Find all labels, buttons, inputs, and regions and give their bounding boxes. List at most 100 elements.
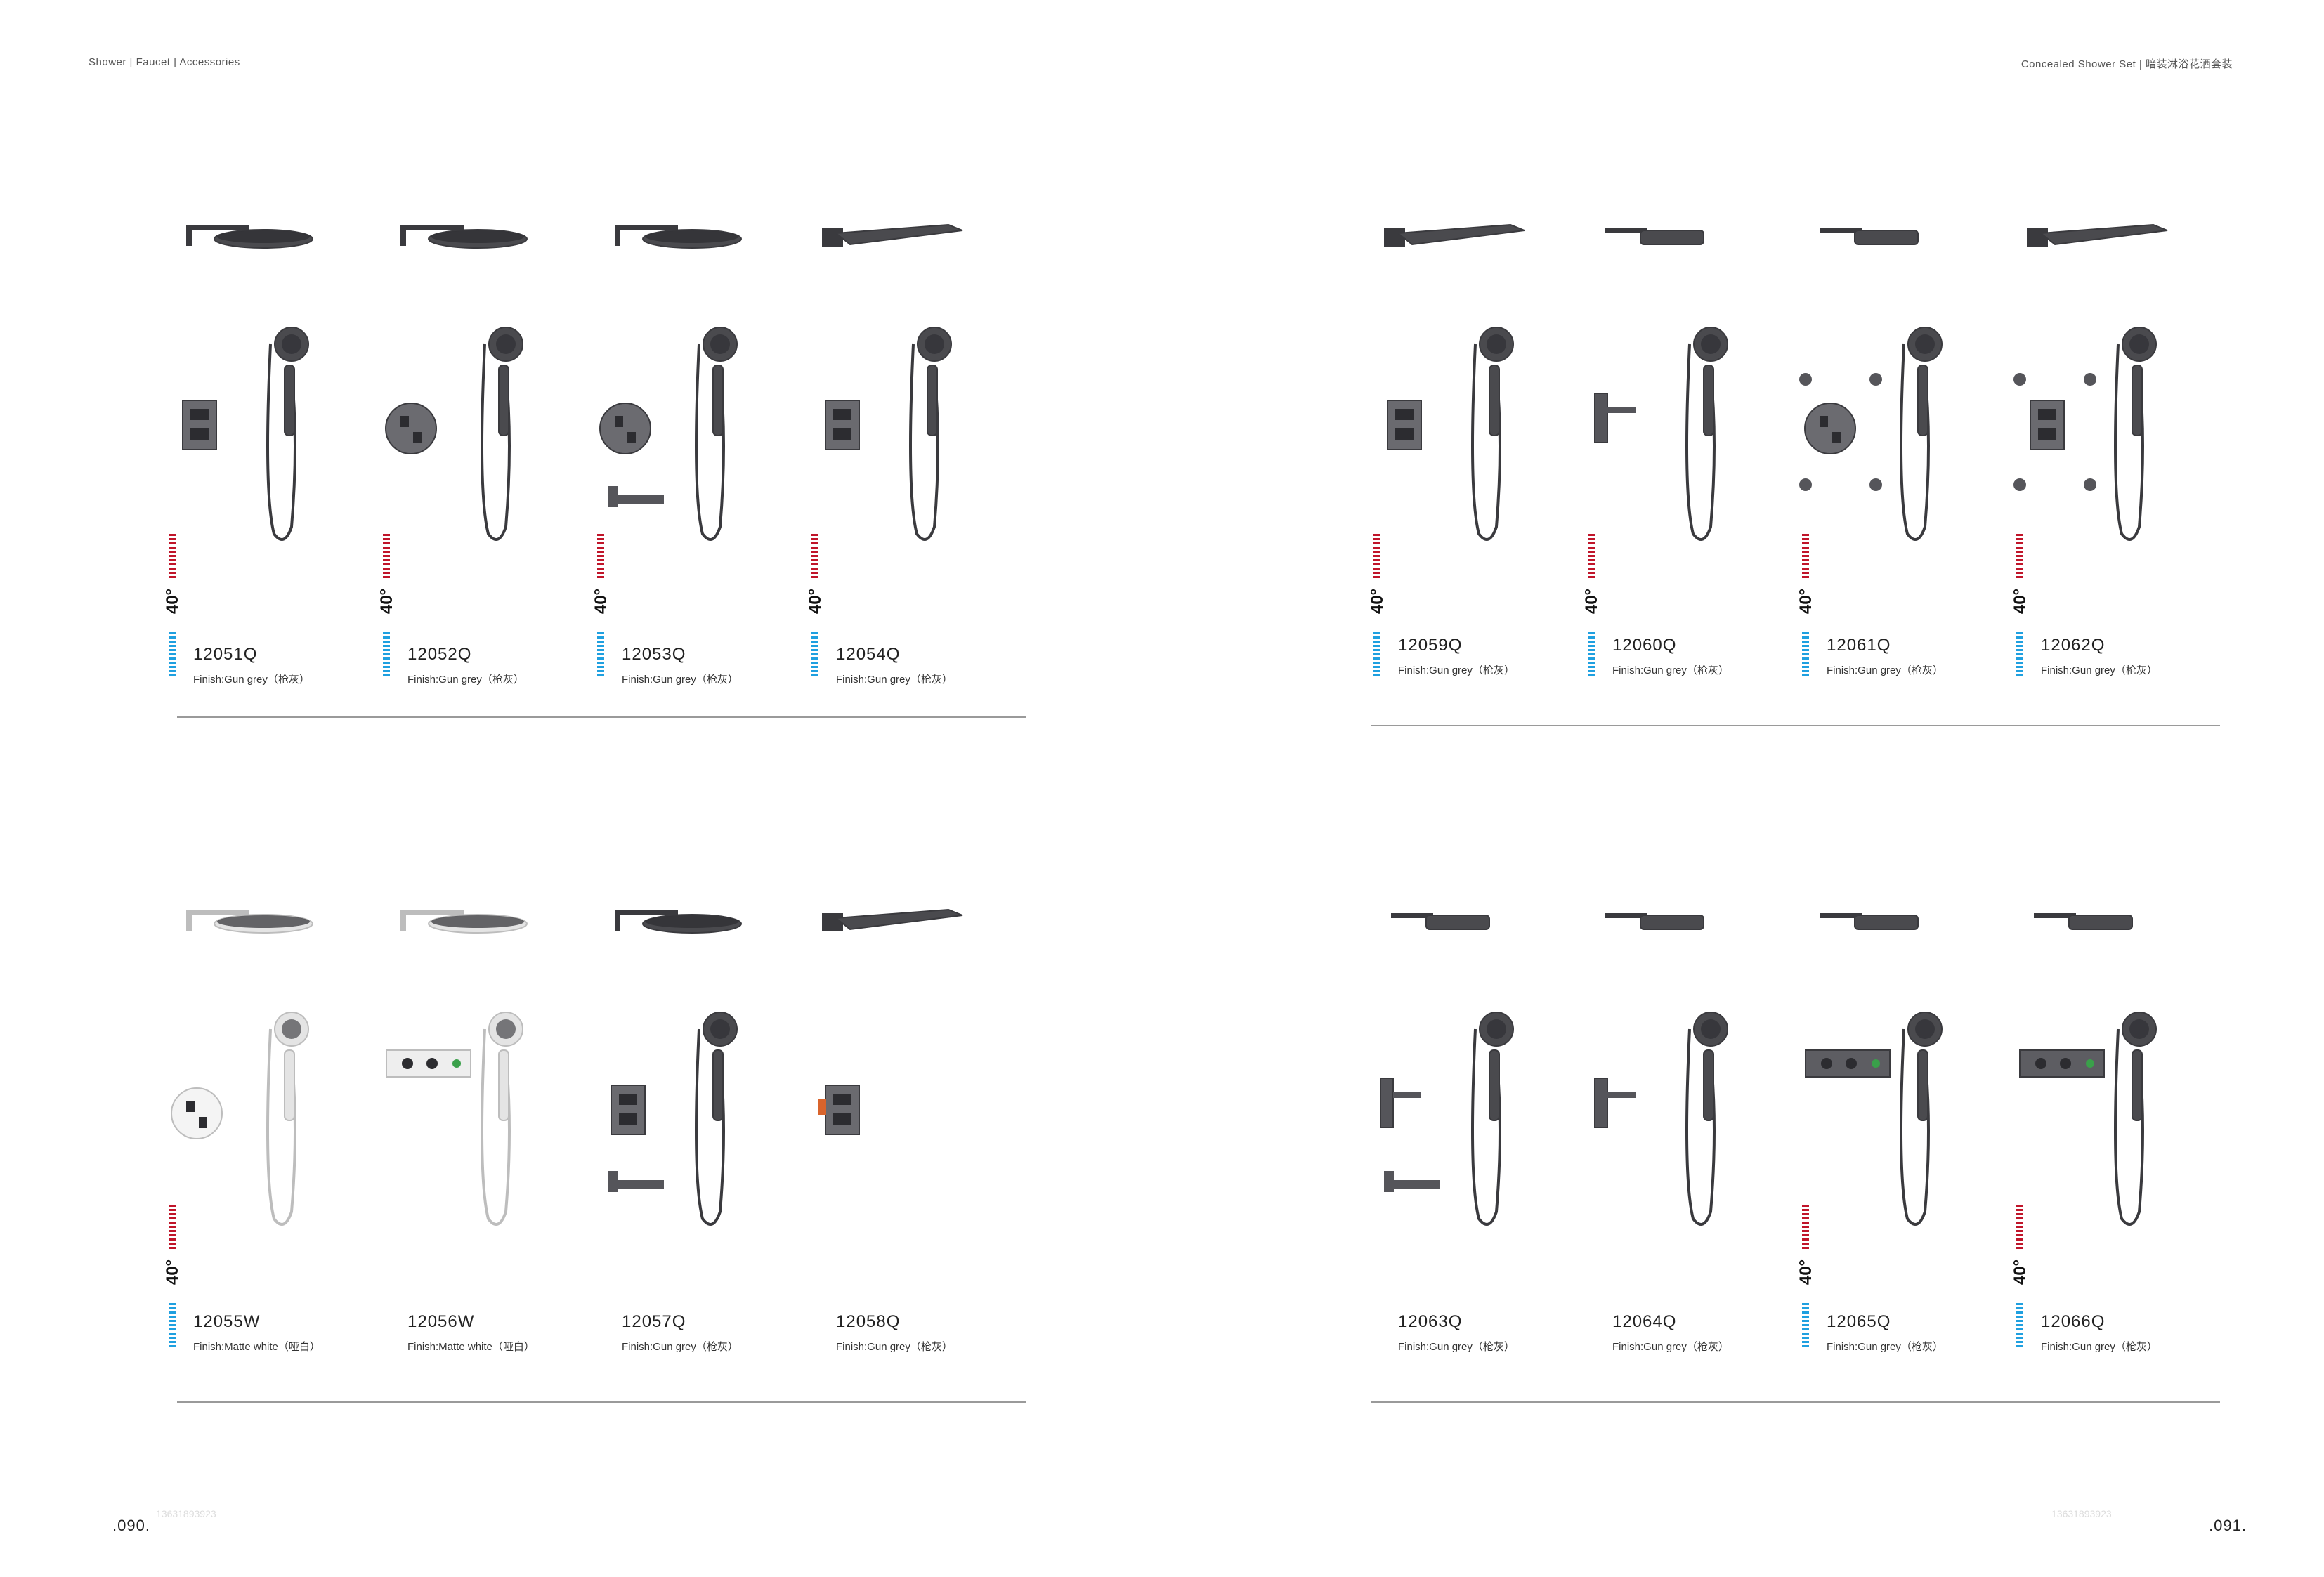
product-code: 12062Q (2041, 636, 2106, 655)
cold-scale (811, 632, 818, 677)
hand-shower-icon (695, 327, 738, 541)
product-image (385, 225, 528, 541)
temperature-label: 40° (163, 588, 182, 615)
cold-scale (597, 632, 604, 677)
hot-scale (1373, 534, 1380, 579)
hot-scale (1588, 534, 1595, 579)
temperature-label: 40° (1796, 588, 1815, 615)
product-code: 12065Q (1827, 1312, 1891, 1331)
overhead-shower-icon (400, 225, 528, 249)
product-code: 12058Q (836, 1312, 901, 1331)
product-card: 12058Q Finish:Gun grey（枪灰） (808, 0, 1019, 1353)
cold-scale (1588, 632, 1595, 677)
hot-scale (383, 534, 390, 579)
product-image (822, 223, 963, 541)
mixer-valve-icon (2030, 400, 2065, 450)
overhead-shower-icon (1605, 913, 1704, 930)
product-image (1380, 913, 1514, 1226)
product-finish: Finish:Gun grey（枪灰） (1827, 1341, 1943, 1353)
tub-spout-icon (608, 1171, 664, 1192)
hand-shower-icon (1900, 1012, 1943, 1226)
product-finish: Finish:Gun grey（枪灰） (407, 674, 524, 686)
overhead-shower-icon (1384, 223, 1525, 247)
tub-spout-icon (1384, 1171, 1440, 1192)
mixer-valve-icon (386, 1049, 471, 1078)
product-code: 12054Q (836, 645, 901, 664)
hand-shower-icon (1685, 327, 1728, 541)
cold-scale (1373, 632, 1380, 677)
mixer-valve-icon (385, 403, 437, 454)
product-image (1384, 223, 1525, 541)
temperature-label: 40° (1796, 1259, 1815, 1285)
temperature-label: 40° (377, 588, 396, 615)
hot-scale (597, 534, 604, 579)
temperature-label: 40° (806, 588, 825, 615)
hand-shower-icon (266, 1012, 309, 1226)
mixer-valve-icon (825, 400, 860, 450)
mixer-valve-icon (182, 400, 217, 450)
overhead-shower-icon (2027, 223, 2168, 247)
overhead-shower-icon (400, 910, 528, 934)
product-finish: Finish:Gun grey（枪灰） (622, 674, 738, 686)
temperature-label: 40° (592, 588, 611, 615)
hot-scale (811, 534, 818, 579)
mixer-valve-icon (599, 403, 651, 454)
product-image (1594, 913, 1728, 1226)
hot-scale (169, 1205, 176, 1250)
product-finish: Finish:Gun grey（枪灰） (2041, 1341, 2157, 1353)
body-jet-icon (1799, 373, 1882, 491)
temperature-label: 40° (1582, 588, 1601, 615)
mixer-valve-icon (1805, 1049, 1891, 1078)
mixer-valve-icon (171, 1087, 223, 1139)
mixer-valve-icon (2019, 1049, 2105, 1078)
product-code: 12059Q (1398, 636, 1463, 655)
hand-shower-icon (695, 1012, 738, 1226)
cold-scale (1802, 1303, 1809, 1348)
hand-shower-icon (266, 327, 309, 541)
product-finish: Finish:Gun grey（枪灰） (836, 1341, 953, 1353)
product-image (386, 910, 528, 1226)
overhead-shower-icon (1391, 913, 1490, 930)
hand-shower-icon (481, 1012, 523, 1226)
product-code: 12056W (407, 1312, 475, 1331)
product-finish: Finish:Gun grey（枪灰） (1612, 665, 1729, 676)
row-divider (177, 1401, 1026, 1403)
product-image (818, 908, 963, 1135)
product-code: 12055W (193, 1312, 261, 1331)
product-image (1799, 228, 1943, 541)
row-divider (177, 716, 1026, 718)
mixer-valve-icon (1387, 400, 1422, 450)
hot-scale (2016, 534, 2023, 579)
product-code: 12064Q (1612, 1312, 1677, 1331)
page-number-right: .091. (2209, 1517, 2247, 1534)
mixer-valve-icon (1380, 1078, 1421, 1128)
header-right: Concealed Shower Set | 暗装淋浴花洒套装 (2021, 58, 2233, 70)
overhead-shower-icon (1605, 228, 1704, 245)
cold-scale (169, 1303, 176, 1348)
product-card: 12064Q Finish:Gun grey（枪灰） (1584, 0, 1795, 1353)
mixer-valve-icon (1804, 403, 1856, 454)
product-finish: Finish:Gun grey（枪灰） (1612, 1341, 1729, 1353)
product-code: 12053Q (622, 645, 686, 664)
product-image (2019, 913, 2157, 1226)
mixer-valve-icon (818, 1085, 860, 1135)
row-divider (1371, 725, 2220, 726)
product-image (1805, 913, 1943, 1226)
hand-shower-icon (2114, 327, 2157, 541)
temperature-label: 40° (2011, 1259, 2030, 1285)
hot-scale (169, 534, 176, 579)
header-left: Shower | Faucet | Accessories (89, 56, 240, 68)
overhead-shower-icon (615, 910, 742, 934)
cold-scale (2016, 632, 2023, 677)
temperature-label: 40° (163, 1259, 182, 1285)
product-image (599, 225, 742, 541)
product-code: 12051Q (193, 645, 258, 664)
overhead-shower-icon (1820, 913, 1919, 930)
